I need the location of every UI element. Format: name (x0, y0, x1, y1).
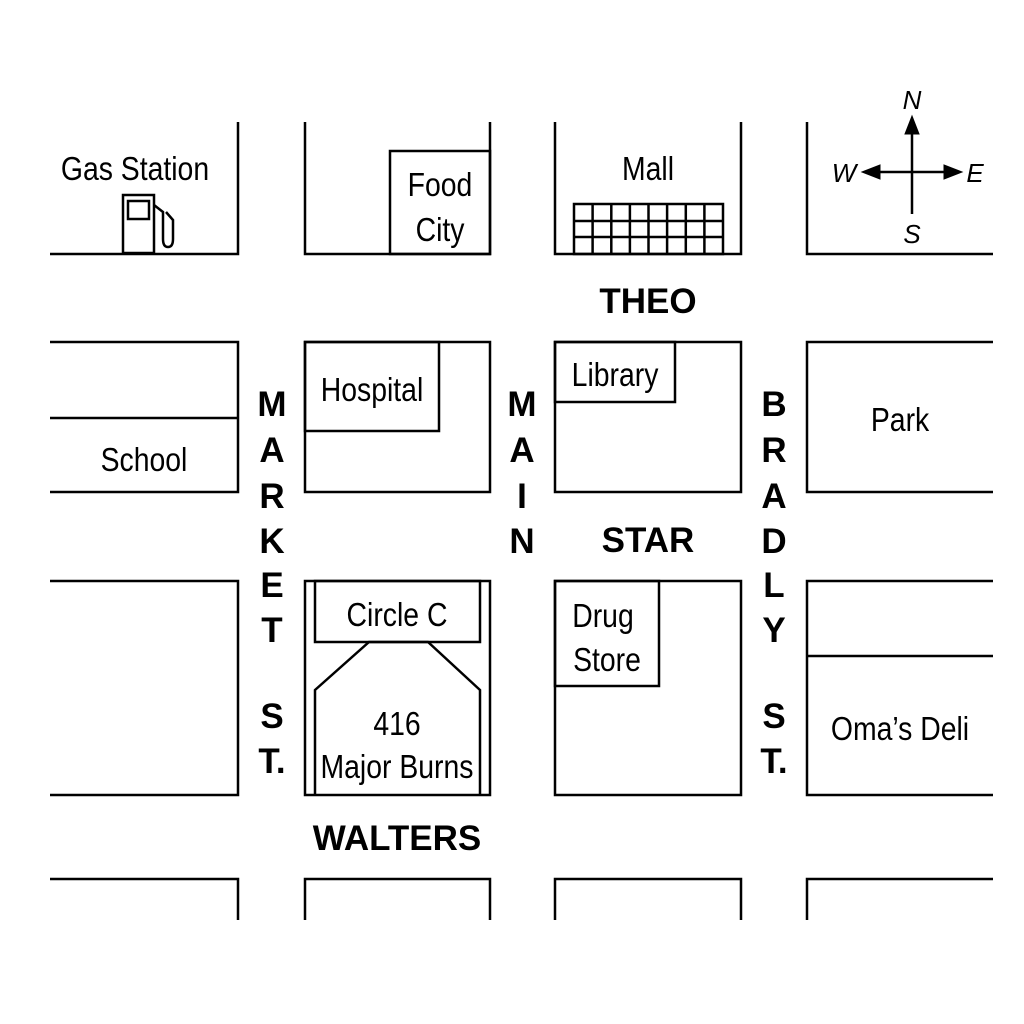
compass-south: S (903, 219, 921, 249)
city-blocks (50, 122, 993, 920)
block-gas-station (50, 122, 240, 256)
mall-building-icon (572, 202, 725, 256)
major-burns-name-label: Major Burns (321, 748, 474, 786)
west-arrow-icon (860, 164, 881, 180)
bradly-letter: L (763, 566, 784, 605)
drug-store-label-line1: Drug (572, 597, 633, 635)
main-letter: A (509, 431, 534, 470)
street-walters-label: WALTERS (313, 819, 482, 858)
bradly-letter: T. (760, 742, 787, 781)
block-compass (805, 122, 993, 256)
block-southwest (50, 579, 240, 797)
buildings (303, 149, 677, 795)
street-star-label: STAR (602, 521, 695, 560)
market-letter: T (261, 611, 282, 650)
place-labels: Gas Station Food City Mall Hospital Libr… (61, 150, 969, 786)
compass-north: N (903, 85, 922, 115)
food-city-building (388, 149, 492, 256)
block-hospital (303, 340, 492, 494)
bradly-letter: D (761, 522, 786, 561)
market-letter: K (259, 522, 284, 561)
market-letter: T. (258, 742, 285, 781)
mall-label: Mall (622, 150, 674, 188)
circle-c-label: Circle C (347, 596, 448, 634)
compass-west: W (832, 158, 859, 188)
block-bottom-2 (303, 877, 492, 920)
market-letter: R (259, 477, 284, 516)
school-label: School (101, 441, 188, 479)
bradly-letter: A (761, 477, 786, 516)
east-arrow-icon (943, 164, 964, 180)
major-burns-building (313, 640, 482, 795)
street-market-label: M A R K E T S T. (257, 385, 286, 781)
omas-deli-label: Oma’s Deli (831, 710, 969, 748)
library-label: Library (572, 356, 659, 394)
bradly-letter: Y (762, 611, 785, 650)
block-bottom-4 (805, 877, 993, 920)
bradly-letter: S (762, 697, 785, 736)
compass-east: E (966, 158, 984, 188)
main-letter: I (517, 477, 527, 516)
bradly-letter: R (761, 431, 786, 470)
market-letter: M (257, 385, 286, 424)
north-arrow-icon (904, 114, 920, 135)
street-bradly-label: B R A D L Y S T. (760, 385, 787, 781)
gas-station-label: Gas Station (61, 150, 209, 188)
main-letter: N (509, 522, 534, 561)
market-letter: E (260, 566, 283, 605)
street-labels: THEO STAR WALTERS M A R K E T S T. M A I… (257, 282, 787, 858)
library-building (553, 340, 677, 404)
main-letter: M (507, 385, 536, 424)
drug-store-building (553, 579, 661, 688)
block-bottom-1 (50, 877, 240, 920)
hospital-label: Hospital (321, 371, 423, 409)
bradly-letter: B (761, 385, 786, 424)
park-label: Park (871, 401, 930, 439)
compass-rose-icon: N S W E (832, 85, 985, 249)
block-omas-deli (805, 579, 993, 797)
block-bottom-3 (553, 877, 743, 920)
major-burns-number-label: 416 (373, 705, 420, 743)
food-city-label-line2: City (416, 211, 465, 249)
street-theo-label: THEO (599, 282, 696, 321)
hospital-building (303, 340, 441, 433)
gas-pump-icon (121, 193, 175, 255)
drug-store-label-line2: Store (573, 641, 641, 679)
market-letter: S (260, 697, 283, 736)
market-letter: A (259, 431, 284, 470)
street-main-label: M A I N (507, 385, 536, 561)
block-park (805, 340, 993, 494)
food-city-label-line1: Food (408, 166, 473, 204)
